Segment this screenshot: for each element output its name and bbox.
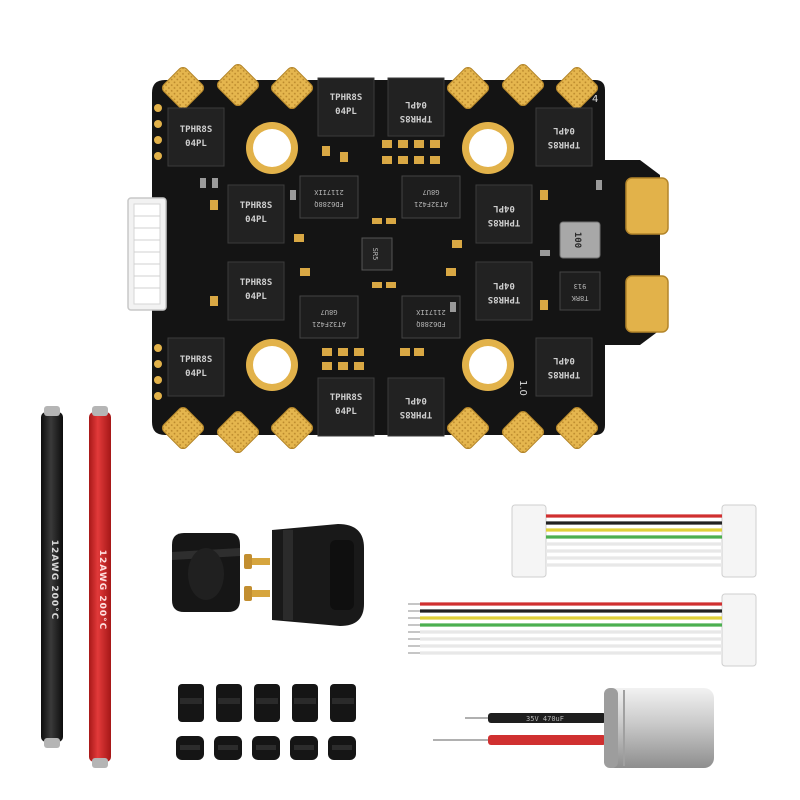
- driver-label: FD6288Q: [416, 320, 446, 328]
- power-wires: 12AWG 200°C 12AWG 200°C: [41, 406, 111, 768]
- signal-cable-short: [511, 504, 757, 578]
- mosfet-label: 04PL: [553, 355, 575, 365]
- mosfet-label: TPHR8S: [548, 139, 581, 149]
- driver-label: 2117IIX: [415, 308, 445, 316]
- mosfet-label: 04PL: [553, 125, 575, 135]
- corner-label: 4: [592, 94, 598, 105]
- xt30-connector: [172, 524, 364, 626]
- motor-pad[interactable]: [215, 62, 260, 107]
- mosfet-label: TPHR8S: [180, 355, 213, 365]
- motor-pad[interactable]: [160, 65, 205, 110]
- motor-pads-top: [160, 62, 599, 110]
- driver-label: FD6288Q: [314, 200, 344, 208]
- mosfet-label: TPHR8S: [488, 217, 521, 227]
- mosfet-label: 04PL: [335, 107, 357, 117]
- red-wire-label: 12AWG 200°C: [97, 550, 107, 630]
- mosfet-label: 04PL: [493, 203, 515, 213]
- motor-pad[interactable]: [445, 405, 490, 450]
- mcu-label: G8U7: [423, 188, 440, 196]
- mcu-label: AT32F421: [414, 200, 448, 208]
- motor-pads-bottom: [160, 405, 599, 454]
- capacitor-lead-red: [488, 735, 606, 745]
- mosfet-label: 04PL: [245, 292, 267, 302]
- mosfet-label: TPHR8S: [180, 125, 213, 135]
- capacitor-can[interactable]: [604, 688, 714, 768]
- motor-pad[interactable]: [160, 405, 205, 450]
- motor-pad[interactable]: [445, 65, 490, 110]
- regulator-label: T8RK: [571, 294, 589, 302]
- power-pad-bottom[interactable]: [625, 275, 669, 333]
- mosfet-label: TPHR8S: [548, 369, 581, 379]
- driver-label: 2117IIX: [313, 188, 343, 196]
- regulator-label: 913: [574, 282, 587, 290]
- mosfet-label: 04PL: [185, 369, 207, 379]
- jst-connector[interactable]: [511, 504, 547, 578]
- esc-board: TPHR8S 04PL TPHR8S 04PL TPHR8S 04PL TPHR…: [127, 62, 669, 454]
- black-wire-label: 12AWG 200°C: [49, 540, 59, 620]
- side-pads-left: [154, 104, 162, 400]
- signal-cable-long: [408, 593, 757, 667]
- mosfet-label: 04PL: [405, 395, 427, 405]
- mounting-holes: [246, 122, 514, 391]
- capacitor-lead-black: [488, 713, 606, 723]
- mosfet-label: 04PL: [185, 139, 207, 149]
- capacitor-label: 35V 470uF: [526, 715, 564, 723]
- inductor-label: 100: [572, 232, 582, 248]
- power-pad-top[interactable]: [625, 177, 669, 235]
- mcu-label: AT32F421: [312, 320, 346, 328]
- mosfet-label: 04PL: [493, 280, 515, 290]
- mosfet-label: TPHR8S: [330, 93, 363, 103]
- motor-pad[interactable]: [215, 409, 260, 454]
- rubber-grommets: [176, 684, 356, 760]
- corner-label: 1.0: [517, 380, 528, 396]
- motor-pad[interactable]: [269, 65, 314, 110]
- mosfet-label: 04PL: [335, 407, 357, 417]
- jst-connector[interactable]: [721, 504, 757, 578]
- mosfet-label: TPHR8S: [330, 393, 363, 403]
- motor-pad[interactable]: [500, 409, 545, 454]
- motor-pad[interactable]: [500, 62, 545, 107]
- mosfet-label: TPHR8S: [400, 409, 433, 419]
- mosfet-label: 04PL: [245, 215, 267, 225]
- mosfet-label: TPHR8S: [488, 294, 521, 304]
- mosfet-label: TPHR8S: [400, 113, 433, 123]
- red-wire[interactable]: [89, 412, 111, 762]
- motor-pad[interactable]: [554, 65, 599, 110]
- mosfet-label: TPHR8S: [240, 201, 273, 211]
- small-chip-label: SR5: [371, 248, 379, 261]
- mosfet-label: 04PL: [405, 99, 427, 109]
- mosfet-label: TPHR8S: [240, 278, 273, 288]
- mosfets: TPHR8S 04PL TPHR8S 04PL TPHR8S 04PL TPHR…: [167, 77, 593, 437]
- motor-pad[interactable]: [269, 405, 314, 450]
- capacitor: 35V 470uF: [433, 688, 714, 768]
- smd-passives: [210, 140, 548, 370]
- driver-chips: FD6288Q 2117IIX AT32F421 G8U7 AT32F421 G…: [299, 175, 461, 339]
- black-wire[interactable]: [41, 412, 63, 742]
- motor-pad[interactable]: [554, 405, 599, 450]
- jst-connector[interactable]: [721, 593, 757, 667]
- mcu-label: G8U7: [321, 308, 338, 316]
- inductor: [559, 221, 601, 259]
